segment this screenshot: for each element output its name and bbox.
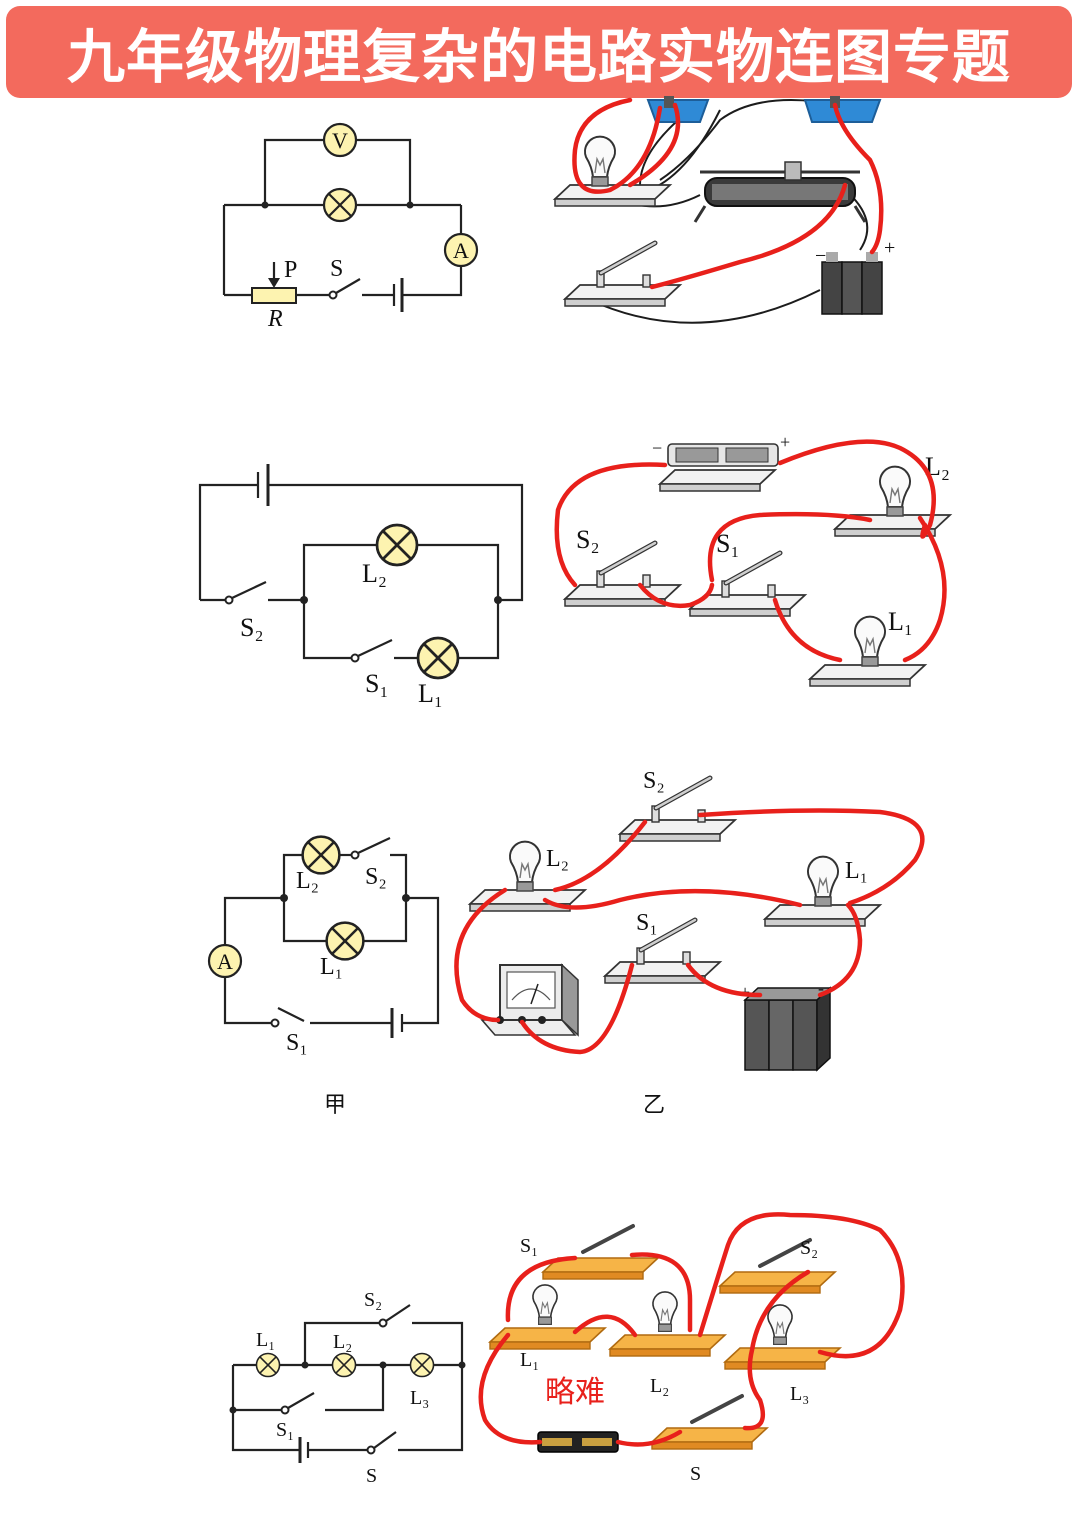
battery-plus: + xyxy=(884,237,895,259)
title-banner: 九年级物理复杂的电路实物连图专题 xyxy=(6,6,1072,98)
switch1-label: S₁ xyxy=(276,1419,294,1441)
red-wire xyxy=(572,97,663,194)
real-lamp2-label: L₂ xyxy=(650,1375,669,1397)
real-lamp2-label: L₂ xyxy=(546,846,569,872)
real-switch1-label: S₁ xyxy=(636,910,658,936)
battery-plus: + xyxy=(740,982,750,1002)
battery-pack xyxy=(743,986,832,1072)
slider-label: P xyxy=(284,257,297,283)
red-wire xyxy=(777,439,936,539)
real-switch2-label: S₂ xyxy=(800,1237,818,1259)
red-wire xyxy=(697,1212,905,1359)
difficulty-note: 略难 xyxy=(545,1375,605,1410)
battery-holder xyxy=(659,443,779,492)
real-switch1-label: S₁ xyxy=(716,529,740,558)
red-wire xyxy=(902,515,947,663)
red-wire xyxy=(685,962,763,998)
real-lamp1-label: L₁ xyxy=(888,607,913,636)
real-lamp1-label: L₁ xyxy=(520,1349,539,1371)
voltmeter-label: V xyxy=(332,128,348,153)
switch-s1 xyxy=(542,1224,659,1280)
lamp-icon xyxy=(322,187,358,223)
slide-rheostat xyxy=(693,161,867,223)
lamp3-icon xyxy=(409,1352,435,1378)
switch-main-label: S xyxy=(366,1465,377,1487)
lamp3-label: L₃ xyxy=(410,1387,429,1409)
real-lamp3-label: L₃ xyxy=(790,1383,809,1405)
lamp1-label: L₁ xyxy=(320,954,343,980)
switch-s2 xyxy=(719,1238,836,1294)
red-wire xyxy=(542,888,803,910)
red-wire xyxy=(572,1314,638,1338)
lamp1-label: L₁ xyxy=(418,679,443,708)
diagram1-schematic: V A P S R xyxy=(222,122,479,332)
battery-plus: + xyxy=(780,432,790,452)
bulb-l3 xyxy=(724,1304,841,1370)
ammeter-icon: A xyxy=(207,943,243,979)
red-wire xyxy=(772,597,843,663)
caption-left: 甲 xyxy=(324,1093,346,1118)
battery-minus: - xyxy=(818,978,824,998)
battery-pack xyxy=(821,252,883,315)
red-wire xyxy=(742,1269,811,1431)
red-wire xyxy=(817,902,863,998)
diagram2-real: − + L₂ S₂ S₁ L₁ xyxy=(554,432,951,687)
ammeter-real xyxy=(480,963,579,1037)
battery-cells xyxy=(537,1431,619,1453)
red-wire xyxy=(519,962,635,1055)
lamp2-label: L₂ xyxy=(333,1331,352,1353)
red-wire xyxy=(552,819,648,893)
switch2-label: S₂ xyxy=(364,1289,382,1311)
switch-label: S xyxy=(330,256,343,282)
switch2-label: S₂ xyxy=(365,864,387,890)
switch2-label: S₂ xyxy=(240,613,264,642)
red-wire xyxy=(637,582,715,609)
ammeter-label: A xyxy=(453,238,469,263)
ammeter-label: A xyxy=(217,949,233,974)
knife-switch xyxy=(565,243,680,306)
red-wire xyxy=(454,887,508,1023)
lamp1-label: L₁ xyxy=(256,1329,275,1351)
voltmeter-icon: V xyxy=(322,122,358,158)
battery-minus: − xyxy=(815,245,826,267)
diagram2-schematic: L₂ S₂ S₁ L₁ xyxy=(198,464,524,708)
diagram1-real: − + xyxy=(554,96,895,324)
lamp1-icon xyxy=(416,636,460,680)
red-wire xyxy=(478,1332,543,1445)
red-wire xyxy=(615,1429,683,1447)
real-switch1-label: S₁ xyxy=(520,1235,538,1257)
red-wire xyxy=(649,182,848,290)
ammeter-icon: A xyxy=(443,232,479,268)
terminal-post-right xyxy=(803,96,882,123)
lamp2-label: L₂ xyxy=(296,868,319,894)
real-switch2-label: S₂ xyxy=(576,525,600,554)
red-wire xyxy=(697,808,925,906)
switch-main xyxy=(651,1394,768,1450)
caption-right: 乙 xyxy=(643,1093,665,1118)
real-switch2-label: S₂ xyxy=(643,768,665,794)
red-wire xyxy=(505,1255,578,1323)
red-wire xyxy=(832,102,884,255)
red-wire xyxy=(554,462,668,588)
lamp1-icon xyxy=(255,1352,281,1378)
diagram4-real: S₁ S₂ L₁ L₂ L₃ S 略难 xyxy=(478,1212,905,1485)
real-switch-main-label: S xyxy=(690,1463,701,1485)
diagram3-real: + - S₂ L₂ L₁ S₁ 乙 xyxy=(454,768,925,1118)
switch-s1 xyxy=(690,553,805,616)
diagram3-schematic: A L₂ S₂ L₁ S₁ 甲 xyxy=(207,835,440,1118)
page-title: 九年级物理复杂的电路实物连图专题 xyxy=(66,23,1011,91)
battery-minus: − xyxy=(652,438,662,458)
real-lamp1-label: L₁ xyxy=(845,858,868,884)
switch1-label: S₁ xyxy=(365,669,389,698)
rheostat-label: R xyxy=(267,306,283,332)
red-wire xyxy=(707,511,873,583)
lamp2-icon xyxy=(331,1352,357,1378)
lamp2-label: L₂ xyxy=(362,559,387,588)
red-wire xyxy=(629,1252,693,1333)
diagram4-schematic: S₂ L₁ L₂ L₃ S₁ S xyxy=(229,1289,466,1487)
switch1-label: S₁ xyxy=(286,1030,308,1056)
switch-s1 xyxy=(605,920,720,983)
red-wire xyxy=(627,102,681,188)
